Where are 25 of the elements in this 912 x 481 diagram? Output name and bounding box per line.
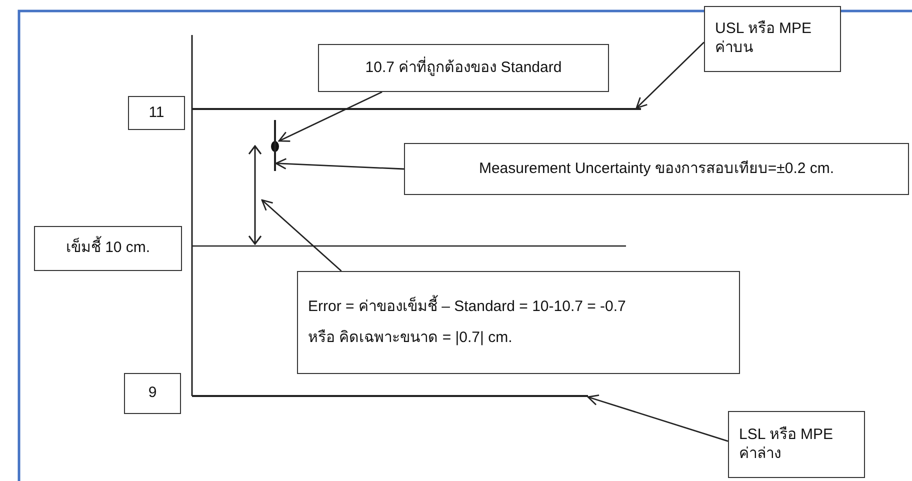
box-text: LSL หรือ MPE ค่าล่าง [739,426,834,464]
box-text: หรือ คิดเฉพาะขนาด = |0.7| cm. [308,328,514,348]
box-text: Error = ค่าของเข็มชี้ – Standard = 10-10.7 = -0.7 [308,298,729,316]
double-arrow [248,145,262,245]
label-box [297,271,740,374]
label-box [728,411,865,478]
leader-arrow [278,91,382,142]
box-text: Measurement Uncertainty ของการสอบเทียบ=±0.2 cm. [478,160,836,178]
limit-line [192,108,641,110]
value-box [128,96,185,130]
value-box [124,373,181,414]
label-box [34,226,182,271]
leader-arrow [636,42,704,109]
label-box [318,44,609,92]
box-text: 9 [147,384,158,403]
leader-arrow [587,394,728,442]
box-text: 11 [148,104,166,122]
box-text: 10.7 ค่าที่ถูกต้องของ Standard [364,58,563,78]
limit-line [192,395,588,397]
label-box [704,6,841,72]
leader-arrow [275,158,404,170]
box-text: USL หรือ MPE ค่าบน [715,20,812,58]
label-box [404,143,909,195]
marker-bar [274,120,276,171]
leader-arrow [261,199,342,272]
